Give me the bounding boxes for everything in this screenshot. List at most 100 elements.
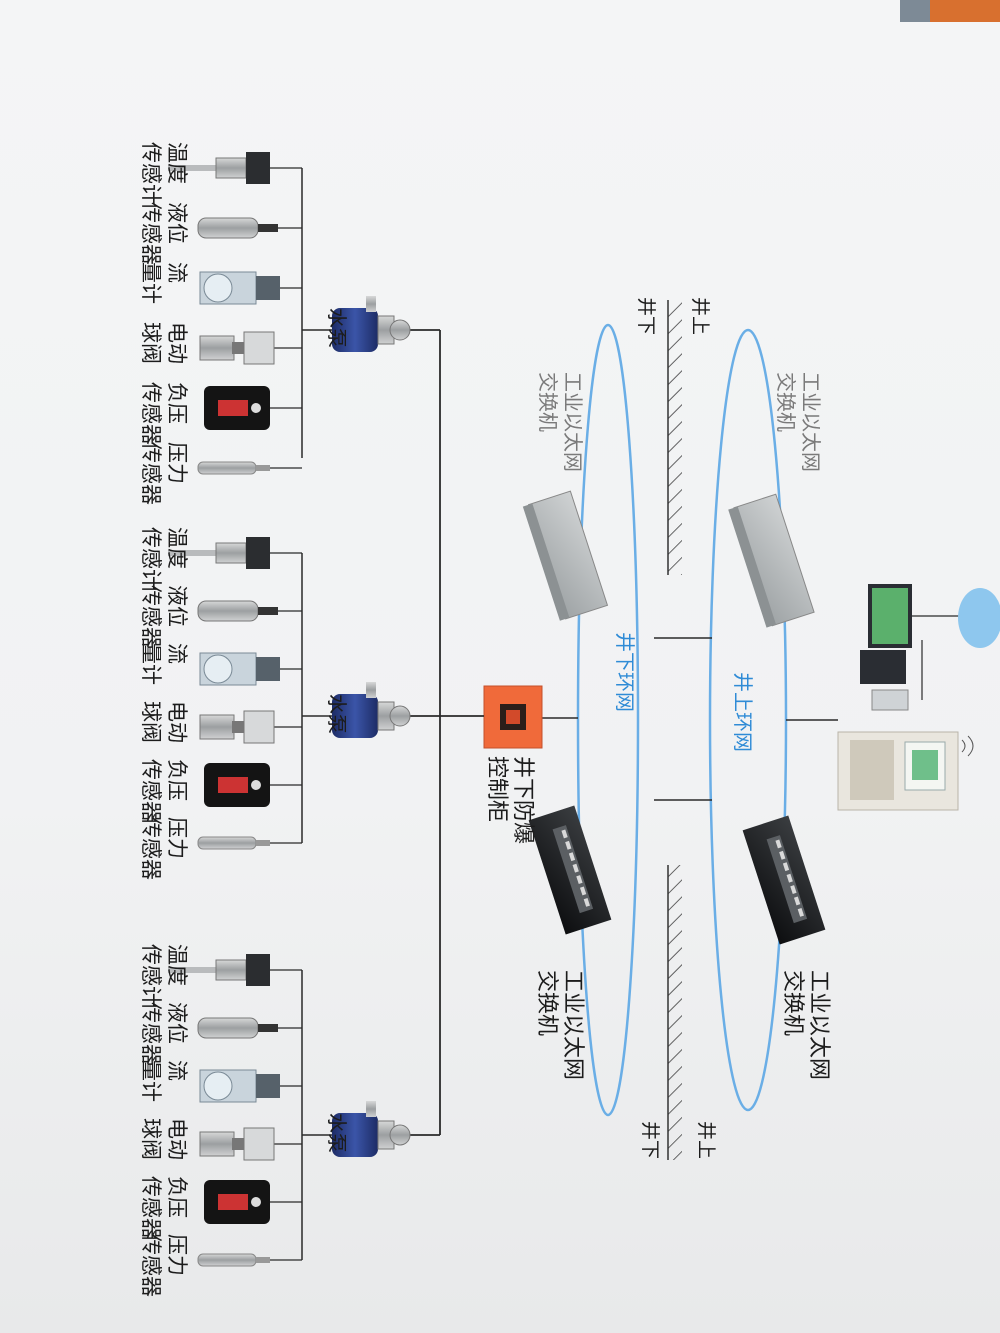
- keyboard-icon: [871, 689, 909, 711]
- pressure-sensor-icon: [197, 461, 270, 475]
- switch-label-text: 交换机: [780, 970, 805, 1036]
- negative-pressure-sensor-icon: [204, 1180, 270, 1224]
- negative-pressure-sensor-icon: [204, 386, 270, 430]
- sensor-label: 球阀: [139, 1118, 163, 1160]
- flowmeter-icon: [199, 1069, 280, 1103]
- switch-label-text: 工业以太网: [561, 372, 585, 472]
- surface-label-bottom: 井上: [695, 1121, 717, 1159]
- temperature-sensor-icon: [168, 537, 270, 569]
- workstation: [786, 584, 1000, 811]
- cabinet-label: 井下防爆 控制柜: [484, 756, 535, 844]
- switch-label-text: 交换机: [536, 372, 560, 432]
- sensor-label: 流: [165, 1060, 189, 1081]
- sensor-label: 压力: [165, 1234, 189, 1276]
- sensor-label: 温度: [165, 527, 189, 569]
- sensor-label: 量计: [139, 262, 163, 304]
- photo-corner-strip: [900, 0, 1000, 22]
- cabinet-label-text: 井下防爆: [510, 756, 535, 844]
- negative-pressure-sensor-icon: [204, 763, 270, 807]
- sensor-label: 传感器: [139, 1176, 163, 1239]
- pressure-sensor-icon: [197, 836, 270, 850]
- flowmeter-icon: [199, 271, 280, 305]
- switch-label-text: 工业以太网: [560, 970, 585, 1080]
- sensor-label: 传感计: [139, 944, 163, 1007]
- switch-surface-top: [728, 493, 815, 628]
- sensor-label: 球阀: [139, 701, 163, 743]
- switch-surface-bottom: [742, 815, 826, 945]
- sensor-label: 液位: [165, 202, 189, 244]
- sensor-label: 传感器: [139, 1234, 163, 1297]
- sensor-label: 负压: [165, 1176, 189, 1218]
- sensor-label: 压力: [165, 442, 189, 484]
- explosion-proof-cabinet: [483, 685, 543, 749]
- sensor-label: 传感器: [139, 585, 163, 648]
- switch-underground-top: [522, 490, 609, 621]
- underground-ring: [576, 323, 640, 1117]
- sensor-label: 传感器: [139, 817, 163, 880]
- pump-bus: [396, 329, 484, 1136]
- sensor-item: 流量计: [139, 1060, 302, 1103]
- switch-underground-bottom: [528, 805, 612, 935]
- ball-valve-icon: [199, 331, 275, 365]
- surface-ring-label: 井上环网: [731, 672, 755, 752]
- sensor-label: 量计: [139, 1060, 163, 1102]
- sensor-label: 负压: [165, 382, 189, 424]
- ball-valve-icon: [199, 710, 275, 744]
- sensor-label: 传感器: [139, 442, 163, 505]
- sensor-label: 传感器: [139, 759, 163, 822]
- sensor-label: 负压: [165, 759, 189, 801]
- switch-label-surface-top: 工业以太网 交换机: [774, 372, 823, 472]
- sensor-label: 球阀: [139, 322, 163, 364]
- switch-label-text: 交换机: [534, 970, 559, 1036]
- temperature-sensor-icon: [168, 954, 270, 986]
- sensor-label: 液位: [165, 1002, 189, 1044]
- pc-tower-icon: [860, 650, 906, 684]
- pump-groups: 温度传感计液位传感器流量计电动球阀负压传感器压力传感器水泵温度传感计液位传感器流…: [139, 142, 411, 1297]
- switch-label-text: 交换机: [774, 372, 798, 432]
- pump-label: 水泵: [325, 694, 349, 734]
- sensor-label: 温度: [165, 142, 189, 184]
- sensor-item: 流量计: [139, 643, 302, 686]
- level-sensor-icon: [197, 600, 278, 622]
- water-pump-icon: [332, 1101, 411, 1157]
- underground-label-bottom: 井下: [639, 1121, 661, 1159]
- ball-valve-icon: [199, 1127, 275, 1161]
- surface-label-top: 井上: [689, 297, 711, 335]
- level-sensor-icon: [197, 217, 278, 239]
- water-pump-icon: [332, 682, 411, 738]
- pump-label: 水泵: [325, 1113, 349, 1153]
- sensor-label: 传感计: [139, 142, 163, 205]
- sensor-label: 流: [165, 262, 189, 283]
- switch-label-surface-bottom: 工业以太网 交换机: [780, 970, 831, 1080]
- underground-label-top: 井下: [635, 297, 657, 335]
- ground-line-top: [667, 300, 682, 575]
- sensor-label: 传感计: [139, 527, 163, 590]
- sensor-label: 流: [165, 643, 189, 664]
- switch-label-text: 工业以太网: [799, 372, 823, 472]
- flowmeter-icon: [199, 652, 280, 686]
- ground-line-bottom: [667, 865, 682, 1160]
- cloud-icon: [958, 588, 1000, 648]
- sensor-label: 温度: [165, 944, 189, 986]
- water-pump-icon: [332, 296, 411, 352]
- switch-label-underground-top: 工业以太网 交换机: [536, 372, 585, 472]
- sensor-item: 流量计: [139, 262, 302, 305]
- sensor-label: 电动: [165, 1118, 189, 1160]
- sensor-label: 传感器: [139, 1002, 163, 1065]
